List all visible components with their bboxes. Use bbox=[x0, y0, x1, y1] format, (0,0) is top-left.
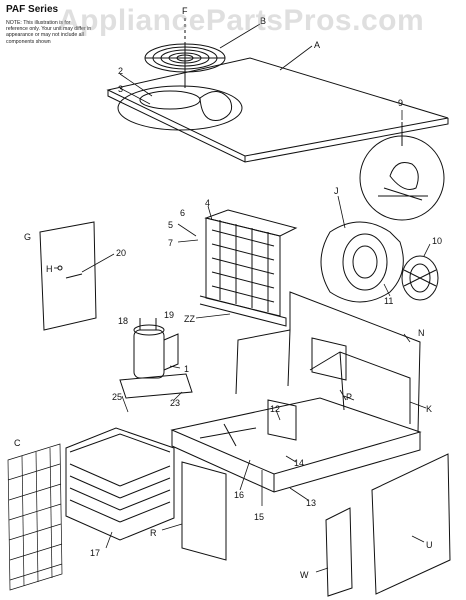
coil-guard bbox=[7, 443, 63, 591]
callout-18: 18 bbox=[118, 316, 128, 326]
callout-u: U bbox=[426, 540, 433, 550]
callout-20: 20 bbox=[116, 248, 126, 258]
condenser-coil bbox=[65, 427, 175, 541]
evaporator-coil bbox=[199, 209, 298, 327]
callout-n: N bbox=[418, 328, 425, 338]
callout-9: 9 bbox=[398, 98, 403, 108]
illustration-note: NOTE: This illustration is for reference… bbox=[6, 20, 92, 45]
callout-14: 14 bbox=[294, 458, 304, 468]
callout-10: 10 bbox=[432, 236, 442, 246]
access-panel bbox=[39, 221, 97, 331]
callout-5: 5 bbox=[168, 220, 173, 230]
callout-w: W bbox=[300, 570, 309, 580]
callout-11: 11 bbox=[384, 296, 393, 306]
top-panel bbox=[106, 57, 449, 163]
callout-15: 15 bbox=[254, 512, 264, 522]
callout-j: J bbox=[334, 186, 339, 196]
callout-2: 2 bbox=[118, 66, 123, 76]
callout-b: B bbox=[260, 16, 266, 26]
cabinet-base bbox=[170, 291, 422, 493]
condenser-fan-grille bbox=[144, 43, 226, 73]
callout-r: R bbox=[150, 528, 157, 538]
callout-6: 6 bbox=[180, 208, 185, 218]
callout-25: 25 bbox=[112, 392, 122, 402]
callout-1: 1 bbox=[184, 364, 189, 374]
callout-k: K bbox=[426, 404, 432, 414]
callout-f: F bbox=[182, 6, 188, 16]
callout-c: C bbox=[14, 438, 21, 448]
compressor bbox=[119, 318, 193, 399]
callout-16: 16 bbox=[234, 490, 244, 500]
callout-p: P bbox=[346, 392, 352, 402]
series-title: PAF Series bbox=[6, 4, 59, 15]
side-panel-r bbox=[181, 461, 227, 561]
callout-zz: ZZ bbox=[184, 314, 195, 324]
callout-12: 12 bbox=[270, 404, 280, 414]
callout-4: 4 bbox=[205, 198, 210, 208]
watermark: AppliancePartsPros.com bbox=[58, 4, 425, 37]
callout-h: H bbox=[46, 264, 53, 274]
callout-a: A bbox=[314, 40, 320, 50]
side-panel-u bbox=[371, 453, 451, 595]
blower-wheel bbox=[401, 255, 439, 301]
callout-23: 23 bbox=[170, 398, 180, 408]
fan-motor-bracket bbox=[359, 122, 445, 221]
blower-housing bbox=[320, 221, 404, 303]
callout-17: 17 bbox=[90, 548, 100, 558]
leader-lines bbox=[54, 23, 431, 573]
fan-motor bbox=[117, 18, 243, 131]
callout-g: G bbox=[24, 232, 31, 242]
callout-13: 13 bbox=[306, 498, 316, 508]
side-panel-w bbox=[325, 507, 353, 597]
callout-7: 7 bbox=[168, 238, 173, 248]
callout-3: 3 bbox=[118, 84, 123, 94]
callout-19: 19 bbox=[164, 310, 174, 320]
